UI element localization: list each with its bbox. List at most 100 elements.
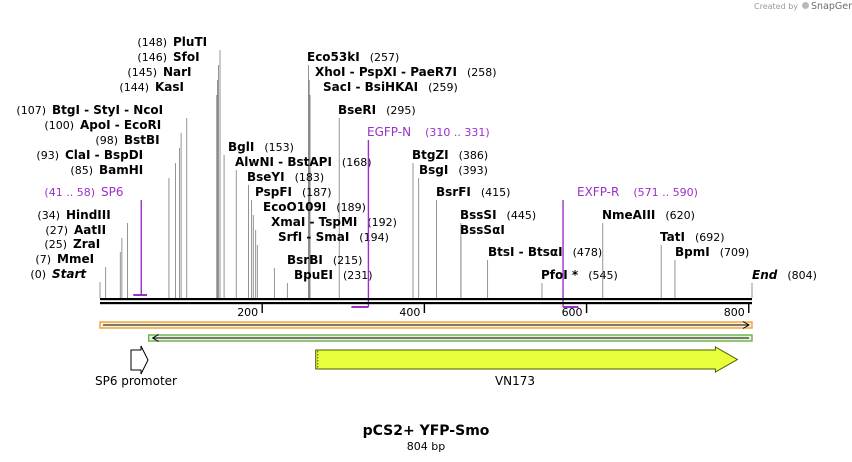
site-name: BamHI — [99, 163, 143, 177]
site-position: (386) — [459, 149, 489, 162]
site-name: BglI — [228, 140, 254, 154]
site-name: ApoI - EcoRI — [80, 118, 161, 132]
site-position: (804) — [787, 269, 817, 282]
site-position: (393) — [458, 164, 488, 177]
site-aatii: AatII(27) — [45, 223, 123, 298]
site-position: (194) — [359, 231, 389, 244]
site-name: SacI - BsiHKAI — [323, 80, 418, 94]
site-name: BpuEI — [294, 268, 333, 282]
site-position: (34) — [37, 209, 60, 222]
site-position: (187) — [302, 186, 332, 199]
site-name: PspFI — [255, 185, 292, 199]
site-btgi-styi-ncoi: BtgI - StyI - NcoI (107) — [16, 103, 188, 298]
primer-name: EGFP-N — [367, 125, 411, 139]
site-name: KasI — [155, 80, 184, 94]
site-end: End(804) — [751, 268, 817, 298]
site-name: BssSαI — [460, 223, 505, 237]
site-position: (215) — [333, 254, 363, 267]
site-position: (146) — [137, 51, 167, 64]
site-position: (144) — [119, 81, 149, 94]
site-position: (145) — [127, 66, 157, 79]
site-eco53ki: Eco53kI (257) — [307, 50, 399, 298]
plasmid-size: 804 bp — [406, 440, 446, 453]
site-name: BseYI — [247, 170, 285, 184]
site-bgli: BglI(153) — [223, 140, 294, 298]
site-tati: TatI(692) — [660, 230, 725, 298]
site-bpuei: BpuEI (231) — [286, 268, 373, 298]
site-position: (709) — [720, 246, 750, 259]
site-position: (257) — [370, 51, 400, 64]
site-position: (107) — [16, 104, 46, 117]
site-position: (415) — [481, 186, 511, 199]
site-bpmi: BpmI (709) — [674, 245, 750, 298]
primer-exfp-r: EXFP-R(571 .. 590) — [562, 185, 698, 308]
created-by-text: Created by — [754, 2, 799, 11]
site-bamhi: BamHI(85) — [70, 163, 170, 298]
green-feature-arrowhead — [151, 334, 159, 342]
site-name: MmeI — [57, 252, 94, 266]
site-name: ClaI - BspDI — [65, 148, 143, 162]
backbone-top-strand — [100, 298, 752, 301]
site-position: (0) — [30, 268, 46, 281]
site-bseyi: BseYI(183) — [247, 170, 324, 298]
site-position: (168) — [342, 156, 372, 169]
site-name: XhoI - PspXI - PaeR7I — [315, 65, 457, 79]
site-name: HindIII — [66, 208, 111, 222]
snapgene-wordmark: SnapGene — [811, 1, 852, 12]
site-name: Start — [52, 267, 87, 281]
sp6-promoter-arrow — [130, 345, 149, 375]
site-xmai-tspmi: XmaI - TspMI(192) — [255, 215, 397, 298]
site-name: AatII — [74, 223, 106, 237]
primer-range: (41 .. 58) — [44, 186, 95, 199]
vn173-label: VN173 — [495, 374, 535, 388]
vn173-arrow — [315, 346, 739, 373]
site-pspfi: PspFI (187) — [251, 185, 332, 298]
orange-feature-arrowhead — [742, 321, 750, 329]
site-saci-bsihkai: SacI - BsiHKAI (259) — [309, 80, 458, 298]
site-bsrfi: BsrFI(415) — [436, 185, 510, 298]
site-mmei: MmeI(7) — [35, 252, 107, 298]
site-position: (93) — [36, 149, 59, 162]
primer-name: SP6 — [101, 185, 124, 199]
site-nari: NarI(145) — [127, 65, 218, 298]
site-btgzi: BtgZI (386) — [412, 148, 488, 298]
site-name: BpmI — [675, 245, 710, 259]
site-clai-bspdi: ClaI - BspDI (93) — [36, 148, 176, 298]
site-name: ZraI — [73, 237, 100, 251]
site-bsgi: BsgI(393) — [418, 163, 488, 298]
site-pluti: PluTI(148) — [137, 35, 221, 298]
site-pfoi: PfoI *(545) — [541, 268, 618, 298]
sp6-promoter-feature: SP6 promoter — [95, 345, 177, 388]
site-zrai: ZraI(25) — [44, 237, 121, 298]
site-position: (259) — [428, 81, 458, 94]
site-name: EcoO109I — [263, 200, 326, 214]
site-name: NmeAIII — [602, 208, 655, 222]
site-name: Eco53kI — [307, 50, 360, 64]
site-name: BssSI — [460, 208, 497, 222]
site-name: BtsI - BtsαI — [488, 245, 563, 259]
primer-range: (571 .. 590) — [633, 186, 698, 199]
site-bstbi: BstBI(98) — [95, 133, 180, 298]
site-position: (478) — [573, 246, 603, 259]
restriction-sites-layer: PluTI(148)SfoI (146)NarI(145)KasI (144) Btg… — [16, 35, 817, 308]
site-name: BtgZI — [412, 148, 449, 162]
site-name: BtgI - StyI - NcoI — [52, 103, 163, 117]
site-name: BstBI — [124, 133, 160, 147]
site-position: (148) — [137, 36, 167, 49]
scale-label-800: 800 — [724, 306, 745, 319]
primer-range: (310 .. 331) — [425, 126, 490, 139]
site-position: (192) — [367, 216, 397, 229]
site-name: SfoI — [173, 50, 200, 64]
vn173-feature: VN173 — [315, 346, 739, 388]
site-position: (231) — [343, 269, 373, 282]
site-name: AlwNI - BstAPI — [235, 155, 332, 169]
scale-label-200: 200 — [237, 306, 258, 319]
site-bsssαi: BssSαI — [460, 223, 505, 298]
site-name: BseRI — [338, 103, 376, 117]
site-position: (445) — [507, 209, 537, 222]
site-position: (258) — [467, 66, 497, 79]
site-position: (189) — [336, 201, 366, 214]
primer-sp6: SP6 (41 .. 58) — [44, 185, 148, 296]
